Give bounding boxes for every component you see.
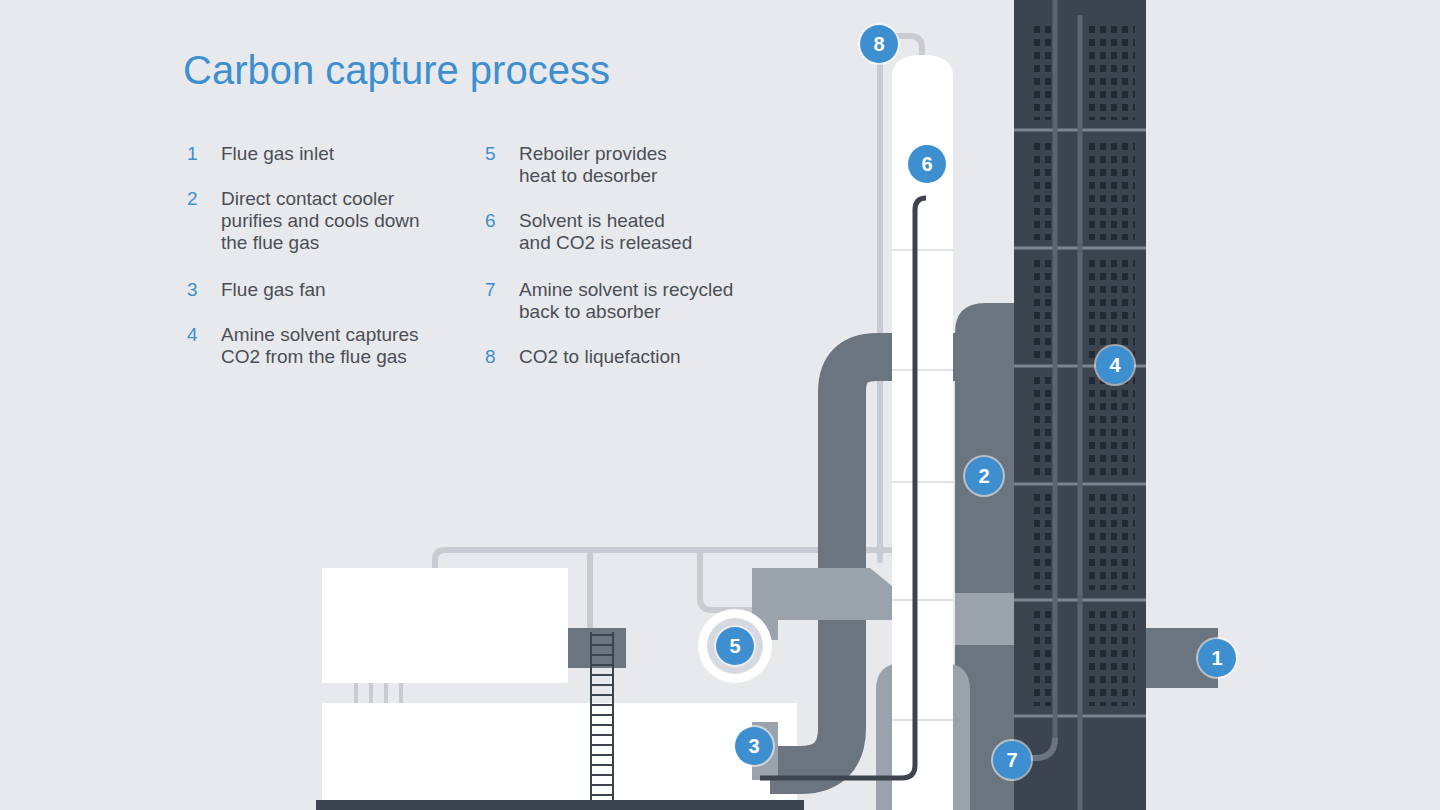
callout-circle: 4 (1096, 346, 1134, 384)
list-text: Solvent is heated and CO2 is released (519, 210, 699, 254)
list-number: 7 (485, 279, 496, 301)
callout-number: 6 (921, 153, 932, 175)
list-number: 4 (187, 324, 198, 346)
callout-number: 2 (978, 465, 989, 487)
list-number: 5 (485, 143, 496, 165)
callout-circle: 5 (716, 627, 754, 665)
list-text: Flue gas fan (221, 279, 451, 301)
list-text: Direct contact cooler purifies and cools… (221, 188, 446, 254)
callout-circle: 1 (1198, 639, 1236, 677)
list-number: 3 (187, 279, 198, 301)
callout-number: 3 (748, 735, 759, 757)
list-number: 1 (187, 143, 198, 165)
list-number: 2 (187, 188, 198, 210)
list-text: Amine solvent is recycled back to absorb… (519, 279, 769, 323)
list-text: Amine solvent captures CO2 from the flue… (221, 324, 446, 368)
callout-circle: 2 (965, 457, 1003, 495)
list-number: 6 (485, 210, 496, 232)
callout-circle: 6 (908, 145, 946, 183)
title: Carbon capture process (183, 46, 610, 94)
callout-circle: 7 (993, 741, 1031, 779)
list-text: Reboiler provides heat to desorber (519, 143, 709, 187)
list-text: Flue gas inlet (221, 143, 451, 165)
callout-circle: 3 (735, 727, 773, 765)
callout-number: 5 (729, 635, 740, 657)
callout-number: 4 (1109, 354, 1120, 376)
callout-number: 1 (1211, 647, 1222, 669)
list-number: 8 (485, 346, 496, 368)
callout-number: 8 (873, 33, 884, 55)
callout-number: 7 (1006, 749, 1017, 771)
callout-circle: 8 (860, 25, 898, 63)
list-text: CO2 to liquefaction (519, 346, 769, 368)
